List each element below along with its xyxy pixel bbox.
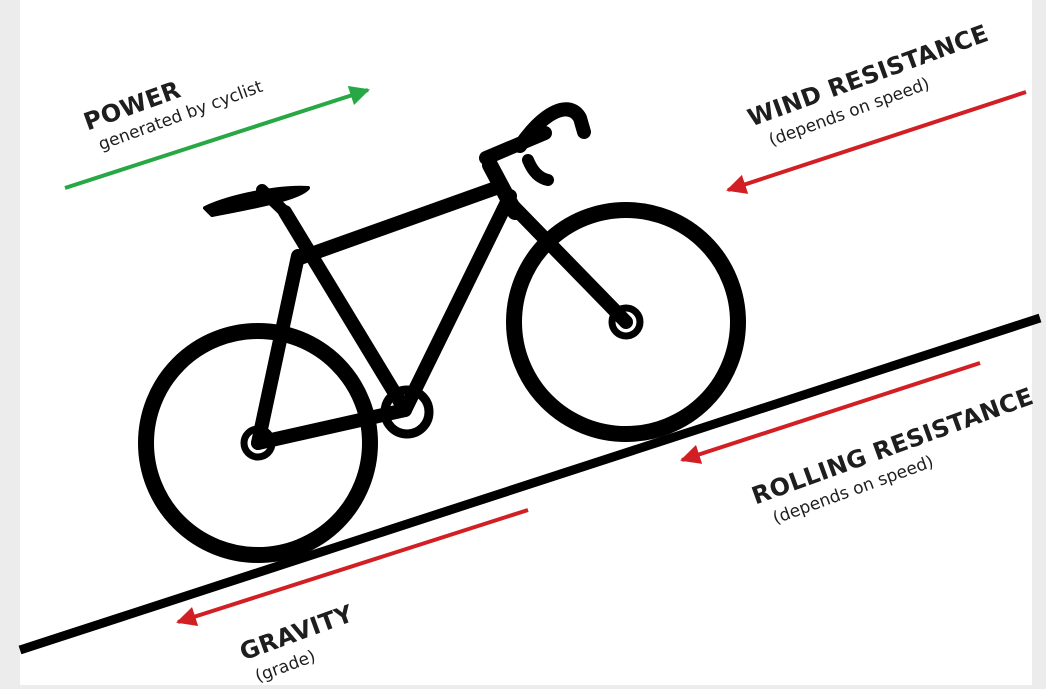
handlebar bbox=[520, 109, 584, 146]
top-tube bbox=[300, 188, 496, 258]
gravity-arrow bbox=[178, 510, 528, 622]
bicycle bbox=[146, 109, 738, 555]
down-tube bbox=[405, 196, 510, 410]
seat-stay bbox=[258, 256, 298, 443]
saddle bbox=[205, 188, 308, 215]
handlebar-drop bbox=[528, 160, 548, 180]
